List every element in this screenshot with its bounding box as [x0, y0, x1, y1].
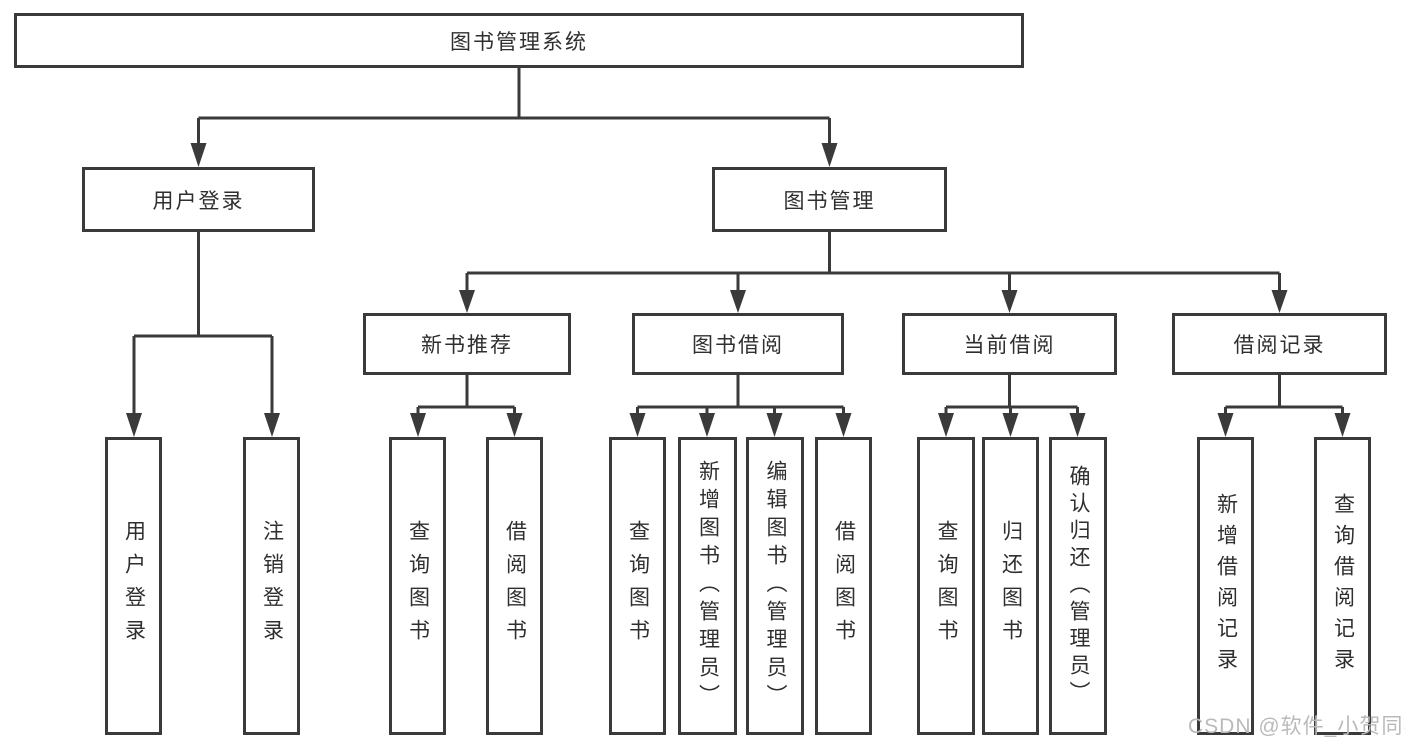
node-borrowing-records: 借阅记录 — [1172, 313, 1387, 375]
leaf-borrow-books-2: 借阅图书 — [815, 437, 872, 735]
leaf-query-books-2: 查询图书 — [609, 437, 666, 735]
leaf-add-borrow-record: 新增借阅记录 — [1197, 437, 1254, 735]
leaf-query-books-2-label: 查询图书 — [626, 520, 650, 652]
leaf-query-borrow-record: 查询借阅记录 — [1314, 437, 1371, 735]
node-user-login-label: 用户登录 — [152, 189, 245, 213]
csdn-watermark: CSDN @软件_小贺同学 — [1188, 715, 1405, 738]
leaf-logout: 注销登录 — [243, 437, 300, 735]
leaf-edit-books-admin-label: 编辑图书（管理员） — [764, 460, 787, 712]
node-new-book-recommendation: 新书推荐 — [363, 313, 571, 375]
node-book-management: 图书管理 — [712, 167, 947, 232]
leaf-query-books-3-label: 查询图书 — [935, 520, 958, 652]
leaf-edit-books-admin: 编辑图书（管理员） — [746, 437, 804, 735]
leaf-confirm-return-admin: 确认归还（管理员） — [1049, 437, 1107, 735]
leaf-query-books-1: 查询图书 — [389, 437, 446, 735]
node-current-borrowing: 当前借阅 — [902, 313, 1117, 375]
leaf-borrow-books-1-label: 借阅图书 — [503, 520, 527, 652]
leaf-borrow-books-1: 借阅图书 — [486, 437, 543, 735]
leaf-query-borrow-record-label: 查询借阅记录 — [1331, 493, 1355, 679]
leaf-add-books-admin: 新增图书（管理员） — [678, 437, 737, 735]
leaf-query-books-1-label: 查询图书 — [406, 520, 430, 652]
node-new-book-recommendation-label: 新书推荐 — [421, 334, 513, 357]
leaf-borrow-books-2-label: 借阅图书 — [832, 520, 856, 652]
leaf-user-login: 用户登录 — [105, 437, 162, 735]
leaf-query-books-3: 查询图书 — [917, 437, 975, 735]
leaf-add-borrow-record-label: 新增借阅记录 — [1214, 493, 1238, 679]
node-borrowing-records-label: 借阅记录 — [1233, 334, 1326, 357]
leaf-return-books-label: 归还图书 — [999, 520, 1023, 652]
leaf-logout-label: 注销登录 — [260, 520, 284, 652]
leaf-return-books: 归还图书 — [982, 437, 1039, 735]
leaf-add-books-admin-label: 新增图书（管理员） — [696, 460, 720, 712]
node-book-management-label: 图书管理 — [783, 189, 876, 213]
node-book-borrowing: 图书借阅 — [632, 313, 844, 375]
node-root-label: 图书管理系统 — [450, 30, 588, 54]
leaf-confirm-return-admin-label: 确认归还（管理员） — [1067, 464, 1090, 708]
node-book-borrowing-label: 图书借阅 — [692, 334, 784, 357]
node-root: 图书管理系统 — [14, 13, 1024, 68]
node-current-borrowing-label: 当前借阅 — [963, 334, 1056, 357]
leaf-user-login-label: 用户登录 — [122, 520, 146, 652]
node-user-login: 用户登录 — [82, 167, 315, 232]
